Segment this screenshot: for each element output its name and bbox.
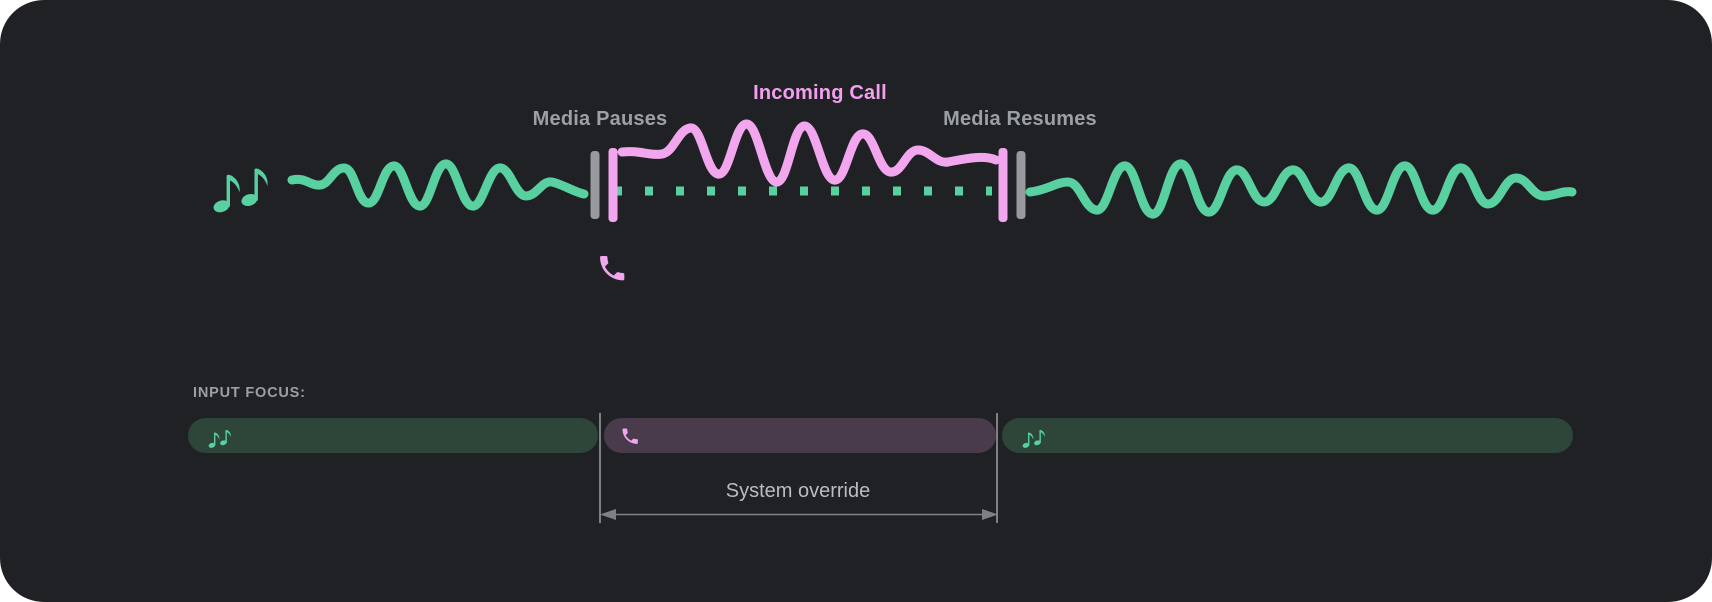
system-override-label: System override	[725, 480, 871, 502]
incoming-call-label: Incoming Call	[753, 82, 887, 104]
focus-bar-call	[604, 418, 996, 453]
focus-bar-media-2	[1002, 418, 1573, 453]
call-start-marker	[608, 148, 618, 222]
incoming-call-phone-icon	[600, 256, 625, 281]
call-end-marker	[998, 148, 1008, 222]
media-resumes-label: Media Resumes	[943, 108, 1097, 130]
music-notes-icon	[211, 168, 268, 215]
media-waveform-after	[1025, 159, 1577, 219]
arrow-left-head	[600, 509, 616, 520]
call-waveform	[617, 119, 1001, 187]
arrow-right-head	[982, 509, 998, 520]
media-pauses-label: Media Pauses	[532, 108, 668, 130]
override-boundary-line-right	[996, 413, 998, 523]
media-waveform-before	[287, 159, 589, 211]
override-boundary-line-left	[599, 413, 601, 523]
media-pause-marker	[590, 151, 600, 219]
media-resume-marker	[1016, 151, 1026, 219]
focus-bar-media-1	[188, 418, 598, 453]
input-focus-heading: INPUT FOCUS:	[193, 385, 306, 401]
system-override-arrow	[600, 509, 998, 520]
